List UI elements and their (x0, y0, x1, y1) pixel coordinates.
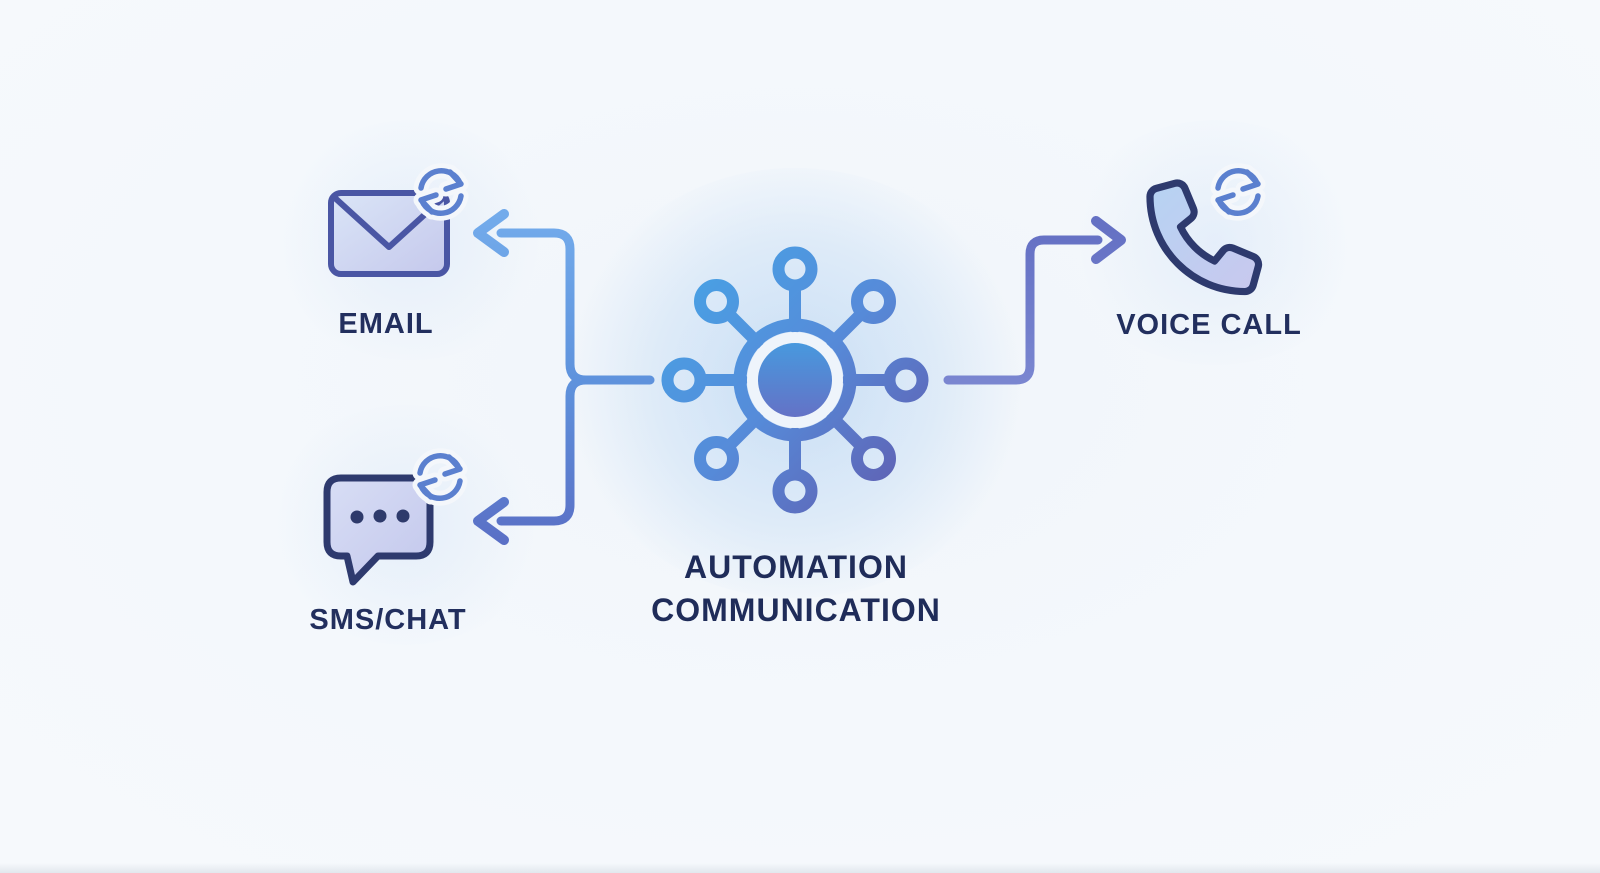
arrow-line-voice (943, 235, 1103, 385)
diagram-title: AUTOMATION COMMUNICATION (651, 546, 941, 632)
diagram-title-line2: COMMUNICATION (651, 592, 941, 628)
bracket-connector-left (473, 209, 655, 545)
arrowhead-sms-icon (473, 497, 509, 545)
typing-dots-icon (350, 509, 410, 524)
arrow-line-sms (496, 375, 591, 526)
arrow-line-email (496, 228, 655, 385)
sync-refresh-icon-sms (420, 456, 460, 498)
email-label: EMAIL (338, 308, 434, 340)
bottom-edge-shadow (0, 863, 1600, 873)
phone-icon (1146, 179, 1263, 296)
voice-call-label: VOICE CALL (1116, 309, 1302, 341)
chat-bubble-icon (323, 474, 434, 586)
diagram-title-line1: AUTOMATION (684, 549, 908, 585)
envelope-icon (328, 190, 450, 277)
arrowhead-email-icon (473, 209, 509, 257)
sync-refresh-icon-email (421, 171, 461, 213)
arrowhead-voice-icon (1091, 216, 1126, 264)
connector-right (943, 216, 1126, 385)
sms-chat-label: SMS/CHAT (309, 604, 467, 636)
sync-refresh-icon-voice (1218, 171, 1258, 213)
network-hub-icon (661, 246, 929, 514)
